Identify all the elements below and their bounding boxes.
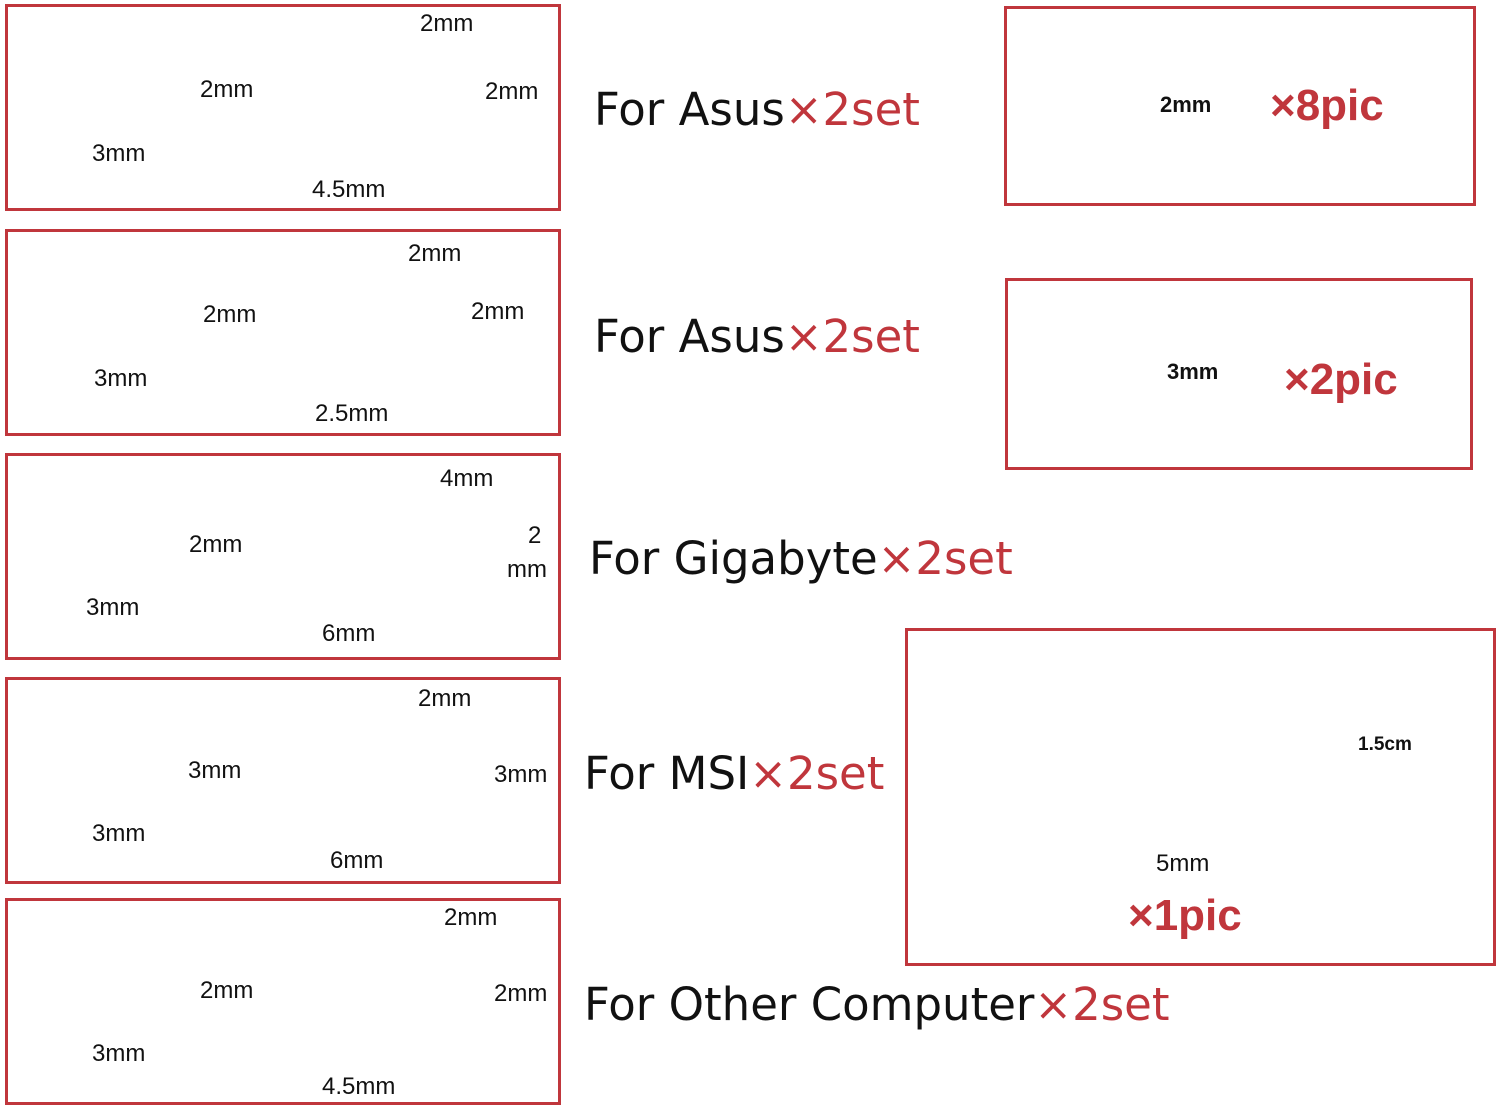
tool-frame [905,628,1496,966]
thread-height-label: 2mm [471,298,525,325]
tool-count: ×1pic [1128,891,1242,940]
thread-length-label: 2mm [444,904,498,931]
washer-count: ×8pic [1270,81,1384,130]
thread-height-label: 2mm [494,980,548,1007]
screw-length-label: 3mm [94,365,148,392]
thread-height-label: 2 [528,522,542,549]
screw-height-label: 2mm [200,76,254,103]
row-qty: ×2set [749,747,885,800]
row-title-text: For MSI [584,747,750,800]
screw-length-label: 3mm [92,820,146,847]
standoff-length-label: 2.5mm [315,400,389,427]
thread-height-unit: mm [507,556,547,583]
row-3-title: For Gigabyte×2set [589,536,1013,581]
row-1-title: For Asus×2set [594,87,920,132]
row-5-title: For Other Computer×2set [584,982,1170,1027]
row-3-frame [5,453,561,660]
row-qty: ×2set [1034,978,1170,1031]
screw-height-label: 2mm [203,301,257,328]
thread-height-label: 2mm [485,78,539,105]
row-title-text: For Asus [594,310,785,363]
row-4-frame [5,677,561,884]
washer-count: ×2pic [1284,355,1398,404]
thread-height-label: 3mm [494,761,548,788]
screw-height-label: 3mm [188,757,242,784]
row-title-text: For Asus [594,83,785,136]
screw-height-label: 2mm [200,977,254,1004]
standoff-length-label: 6mm [330,847,384,874]
washer-2-frame [1005,278,1473,470]
row-2-frame [5,229,561,436]
screw-length-label: 3mm [86,594,140,621]
thread-length-label: 2mm [420,10,474,37]
thread-length-label: 2mm [408,240,462,267]
row-2-title: For Asus×2set [594,314,920,359]
row-4-title: For MSI×2set [584,751,884,796]
row-title-text: For Gigabyte [589,532,878,585]
screw-height-label: 2mm [189,531,243,558]
screw-length-label: 3mm [92,140,146,167]
standoff-length-label: 4.5mm [312,176,386,203]
row-title-text: For Other Computer [584,978,1035,1031]
row-5-frame [5,898,561,1105]
screw-length-label: 3mm [92,1040,146,1067]
thread-length-label: 4mm [440,465,494,492]
row-qty: ×2set [877,532,1013,585]
thread-length-label: 2mm [418,685,472,712]
tool-length-label: 5mm [1156,850,1210,877]
washer-hole-label: 2mm [1160,92,1212,117]
washer-1-frame [1004,6,1476,206]
standoff-length-label: 6mm [322,620,376,647]
row-qty: ×2set [784,83,920,136]
washer-hole-label: 3mm [1167,359,1219,384]
tool-ring-label: 1.5cm [1358,734,1412,755]
standoff-length-label: 4.5mm [322,1073,396,1100]
row-1-frame [5,4,561,211]
row-qty: ×2set [784,310,920,363]
